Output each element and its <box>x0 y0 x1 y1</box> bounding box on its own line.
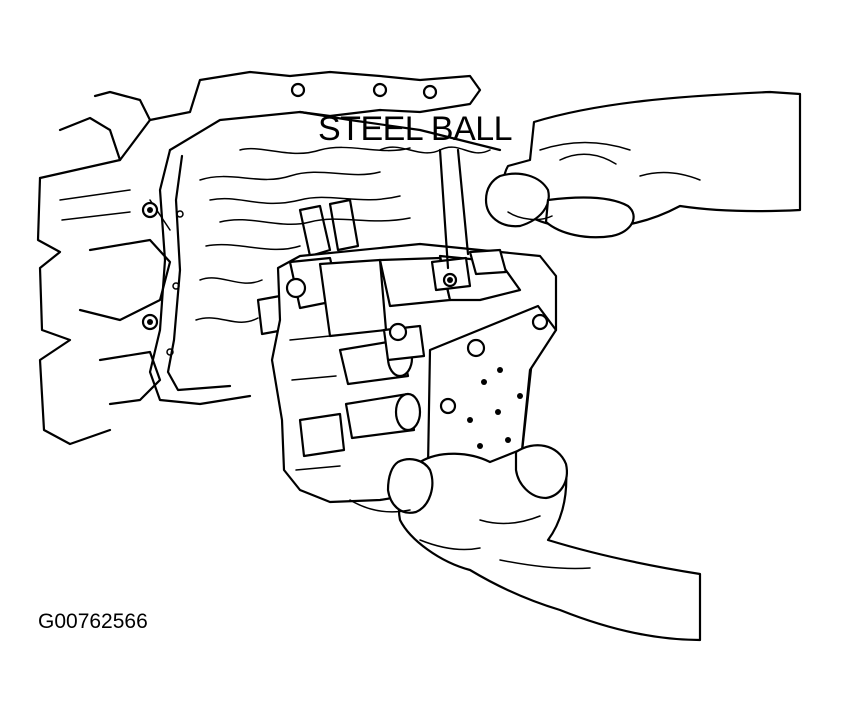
steel-ball-callout: STEEL BALL <box>318 110 513 148</box>
lower-hand <box>349 444 702 642</box>
leader-lines <box>438 148 470 270</box>
transmission-case <box>36 70 502 446</box>
figure-id: G00762566 <box>38 610 148 633</box>
upper-hand <box>484 90 802 239</box>
valve-body <box>270 242 558 504</box>
